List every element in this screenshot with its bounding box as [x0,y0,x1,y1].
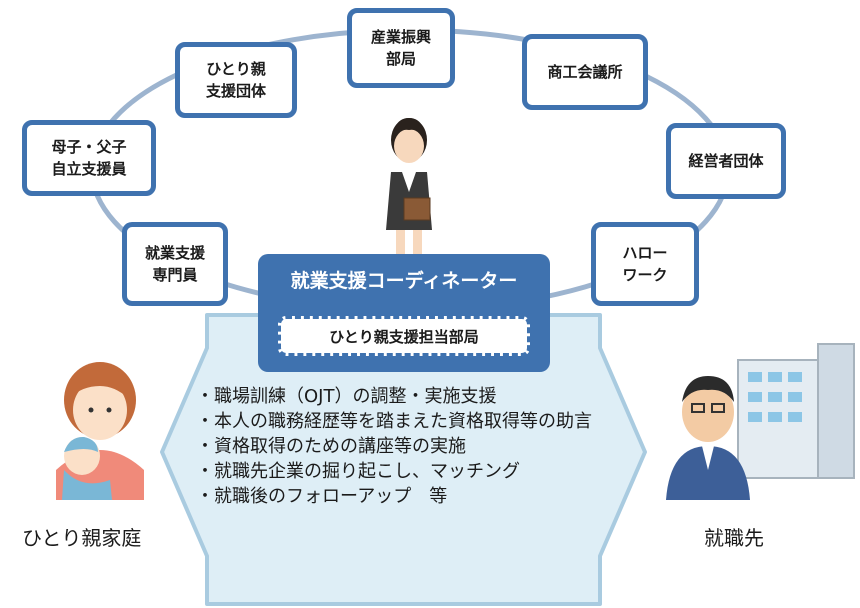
node-mother-father-self-reliance-staff: 母子・父子 自立支援員 [22,120,156,196]
support-list: 職場訓練（OJT）の調整・実施支援 本人の職務経歴等を踏まえた資格取得等の助言 … [196,384,632,509]
coordinator-box: 就業支援コーディネーター ひとり親支援担当部局 [258,254,550,372]
employer-illustration [666,343,855,500]
support-item: 就職先企業の掘り起こし、マッチング [196,459,632,484]
node-single-parent-support-groups: ひとり親 支援団体 [175,42,297,118]
node-industry-promotion-dept: 産業振興 部局 [347,8,455,88]
single-parent-family-label: ひとり親家庭 [22,526,142,550]
node-employers-associations: 経営者団体 [666,123,786,199]
support-item: 就職後のフォローアップ 等 [196,484,632,509]
node-hello-work: ハロー ワーク [591,222,699,306]
support-item: 資格取得のための講座等の実施 [196,434,632,459]
employer-label: 就職先 [704,526,764,550]
node-employment-support-specialist: 就業支援 専門員 [122,222,228,306]
support-item: 職場訓練（OJT）の調整・実施支援 [196,384,632,409]
coordinator-department: ひとり親支援担当部局 [278,316,530,356]
node-chamber-of-commerce: 商工会議所 [522,34,648,110]
coordinator-title: 就業支援コーディネーター [290,270,518,292]
support-item: 本人の職務経歴等を踏まえた資格取得等の助言 [196,409,632,434]
single-parent-illustration [56,362,144,500]
coordinator-illustration [386,118,432,264]
